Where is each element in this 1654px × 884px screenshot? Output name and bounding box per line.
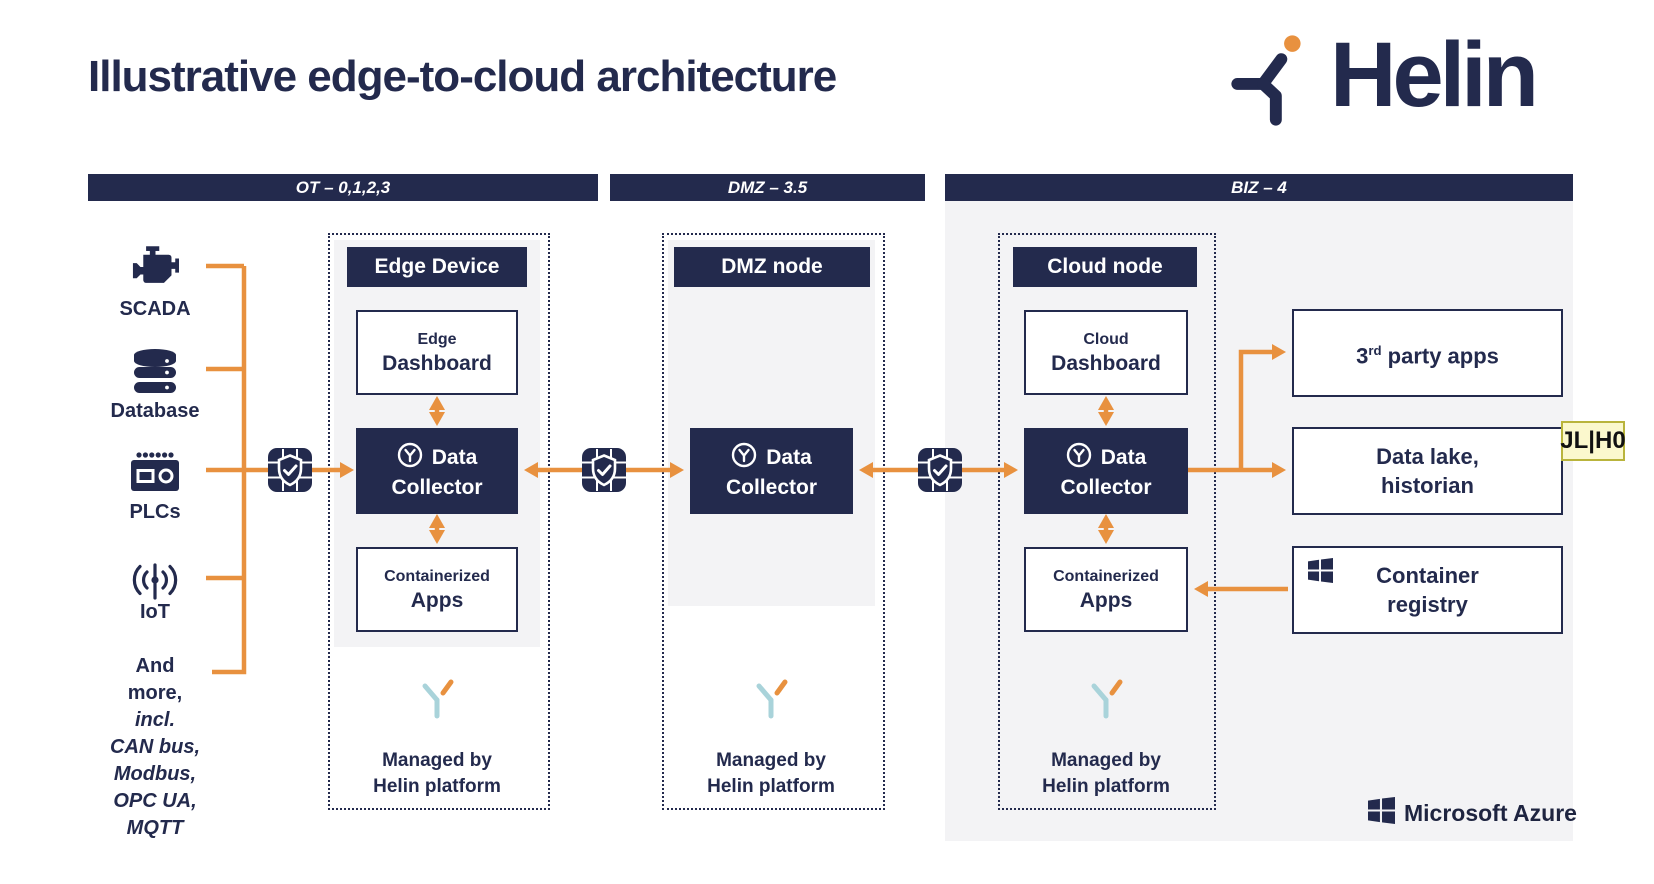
cloud-collector-line2: Collector xyxy=(1060,475,1152,499)
edge-dashboard-box: Edge Dashboard xyxy=(356,310,518,395)
edge-collector-line1: Data xyxy=(431,445,478,469)
helin-y-circle-icon xyxy=(1066,442,1092,474)
helin-y-circle-icon xyxy=(731,442,757,474)
cloud-node-title: Cloud node xyxy=(1047,255,1163,278)
dmz-managed-line2: Helin platform xyxy=(707,776,835,797)
cloud-managed-by: Managed by Helin platform xyxy=(1026,748,1186,800)
cloud-dashboard-line2: Dashboard xyxy=(1051,351,1161,375)
dmz-collector-line1: Data xyxy=(766,445,812,469)
more-line: Modbus, xyxy=(113,763,197,785)
container-registry-box: Container registry xyxy=(1292,546,1563,634)
source-label-iot: IoT xyxy=(140,601,170,623)
iot-antenna-icon xyxy=(128,560,182,605)
cloud-node-frame xyxy=(998,233,1216,810)
zone-label-dmz: DMZ – 3.5 xyxy=(727,177,808,197)
more-line: And xyxy=(135,655,175,677)
firewall-shield-icon xyxy=(581,447,627,498)
helin-y-logo-icon xyxy=(1228,28,1320,132)
engine-icon xyxy=(132,246,179,291)
third-party-sup: rd xyxy=(1368,342,1382,358)
edge-data-collector-box: Data Collector xyxy=(356,428,518,514)
more-line: more, xyxy=(127,682,183,704)
azure-label: Microsoft Azure xyxy=(1404,800,1577,826)
edge-apps-line2: Apps xyxy=(410,588,464,612)
helin-wordmark: Helin xyxy=(1330,24,1539,126)
windows-icon xyxy=(1308,558,1333,588)
source-label-plcs: PLCs xyxy=(129,501,181,523)
helin-y-mark-icon xyxy=(416,676,458,727)
cloud-dashboard-box: Cloud Dashboard xyxy=(1024,310,1188,395)
cloud-data-collector-box: Data Collector xyxy=(1024,428,1188,514)
dmz-node-header: DMZ node xyxy=(674,247,870,287)
dmz-managed-by: Managed by Helin platform xyxy=(691,748,851,800)
cloud-managed-line2: Helin platform xyxy=(1042,776,1170,797)
cloud-managed-line1: Managed by xyxy=(1051,750,1161,771)
database-icon xyxy=(133,348,177,399)
dmz-node-panel xyxy=(668,240,875,606)
edge-dashboard-line1: Edge xyxy=(417,330,457,348)
more-line: CAN bus, xyxy=(110,736,200,758)
zone-label-ot: OT – 0,1,2,3 xyxy=(295,177,391,197)
plc-icon xyxy=(129,451,181,498)
registry-line1: Container xyxy=(1376,563,1479,588)
helin-y-mark-icon xyxy=(1085,676,1127,727)
firewall-shield-icon xyxy=(267,447,313,498)
edge-managed-line1: Managed by xyxy=(382,750,492,771)
helin-logo: Helin xyxy=(1228,24,1539,132)
dmz-node-frame xyxy=(662,233,885,810)
edge-apps-line1: Containerized xyxy=(384,567,490,585)
third-party-base: 3 xyxy=(1356,343,1369,369)
zone-bar-ot: OT – 0,1,2,3 xyxy=(88,174,598,201)
edge-apps-box: Containerized Apps xyxy=(356,547,518,632)
source-label-database: Database xyxy=(110,400,200,422)
data-lake-box: Data lake, historian xyxy=(1292,427,1563,515)
helin-y-circle-icon xyxy=(397,442,423,474)
comment-badge[interactable]: JL|H0 xyxy=(1560,421,1626,461)
cloud-apps-line2: Apps xyxy=(1079,588,1133,612)
zone-bar-dmz: DMZ – 3.5 xyxy=(610,174,925,201)
helin-y-mark-icon xyxy=(750,676,792,727)
edge-node-frame xyxy=(328,233,550,810)
edge-collector-line2: Collector xyxy=(391,475,483,499)
dmz-collector-line2: Collector xyxy=(725,475,817,499)
more-line: incl. xyxy=(134,709,175,731)
data-lake-line1: Data lake, xyxy=(1376,444,1479,469)
dmz-data-collector-box: Data Collector xyxy=(690,428,853,514)
more-line: MQTT xyxy=(126,817,184,839)
dmz-managed-line1: Managed by xyxy=(716,750,826,771)
third-party-rest: party apps xyxy=(1381,343,1499,369)
sources-more-text: And more, incl. CAN bus, Modbus, OPC UA,… xyxy=(75,653,235,842)
edge-node-header: Edge Device xyxy=(347,247,527,287)
page-title: Illustrative edge-to-cloud architecture xyxy=(88,52,837,101)
cloud-apps-line1: Containerized xyxy=(1053,567,1159,585)
biz-zone-background xyxy=(945,201,1573,841)
edge-managed-by: Managed by Helin platform xyxy=(357,748,517,800)
cloud-dashboard-line1: Cloud xyxy=(1083,330,1129,348)
zone-bar-biz: BIZ – 4 xyxy=(945,174,1573,201)
source-label-scada: SCADA xyxy=(119,298,191,320)
cloud-node-header: Cloud node xyxy=(1013,247,1197,287)
zone-label-biz: BIZ – 4 xyxy=(1231,177,1287,197)
edge-managed-line2: Helin platform xyxy=(373,776,501,797)
edge-dashboard-line2: Dashboard xyxy=(382,351,492,375)
cloud-collector-line1: Data xyxy=(1100,445,1147,469)
microsoft-azure-logo: Microsoft Azure xyxy=(1368,797,1577,830)
edge-node-title: Edge Device xyxy=(374,255,500,278)
data-lake-line2: historian xyxy=(1381,473,1474,498)
firewall-shield-icon xyxy=(917,447,963,498)
third-party-apps-box: 3rd party apps xyxy=(1292,309,1563,397)
microsoft-flag-icon xyxy=(1368,797,1395,830)
registry-line2: registry xyxy=(1387,592,1468,617)
cloud-apps-box: Containerized Apps xyxy=(1024,547,1188,632)
more-line: OPC UA, xyxy=(113,790,197,812)
dmz-node-title: DMZ node xyxy=(721,255,823,278)
